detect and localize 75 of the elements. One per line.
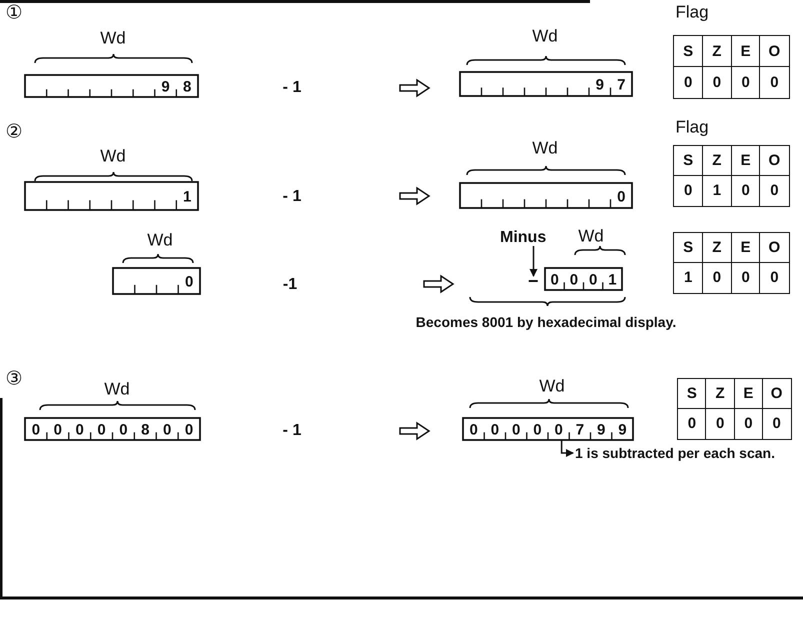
operation-label: -1 bbox=[282, 277, 298, 293]
table-cell: 0 bbox=[702, 262, 732, 294]
table-cell: 0 bbox=[730, 262, 761, 294]
table-cell: 0 bbox=[762, 408, 792, 440]
table-cell: S bbox=[673, 35, 704, 68]
register-digit: 8 bbox=[141, 422, 150, 438]
operand-label: Wd bbox=[532, 28, 558, 44]
table-cell: S bbox=[673, 232, 704, 264]
table-cell: Z bbox=[705, 378, 735, 410]
leader-line bbox=[530, 246, 538, 277]
minus-sign: − bbox=[528, 277, 539, 285]
table-cell: 0 bbox=[673, 175, 704, 206]
table-cell: 0 bbox=[759, 175, 790, 206]
step-number: ③ bbox=[6, 370, 22, 388]
table-cell: 0 bbox=[673, 66, 704, 98]
register-digit: 0 bbox=[469, 422, 478, 438]
register-digit: 7 bbox=[617, 78, 626, 92]
operand-label: Wd bbox=[100, 30, 126, 46]
operation-label: - 1 bbox=[282, 423, 302, 439]
operation-label: - 1 bbox=[282, 80, 302, 96]
operand-label: Wd bbox=[532, 140, 558, 156]
register-digit: 0 bbox=[54, 422, 62, 438]
step-number: ② bbox=[6, 122, 22, 142]
operand-label: Wd bbox=[578, 228, 604, 244]
table-cell: 0 bbox=[734, 408, 764, 440]
table-cell: 0 bbox=[759, 262, 790, 294]
register-digit: 0 bbox=[617, 189, 626, 204]
arrow bbox=[560, 440, 574, 457]
register-digit: 9 bbox=[596, 422, 606, 438]
table-cell: 0 bbox=[730, 175, 761, 206]
register-digit: 0 bbox=[163, 422, 172, 438]
register-digit: 9 bbox=[618, 422, 627, 438]
flag-label: Flag bbox=[675, 118, 709, 136]
register-digit: 0 bbox=[184, 274, 194, 290]
register-digit: 9 bbox=[161, 80, 170, 94]
table-cell: S bbox=[673, 145, 704, 176]
register-digit: 1 bbox=[608, 272, 617, 288]
register-drawing bbox=[462, 417, 634, 441]
operand-label: Wd bbox=[104, 380, 130, 398]
register-digit: 1 bbox=[183, 190, 192, 204]
register-digit: 9 bbox=[596, 78, 604, 92]
register-digit: 0 bbox=[512, 422, 520, 438]
operand-label: Wd bbox=[100, 148, 126, 164]
register-digit: 0 bbox=[570, 272, 578, 288]
register-digit: 0 bbox=[32, 422, 40, 438]
step-number: ① bbox=[6, 4, 22, 22]
table-cell: O bbox=[759, 35, 790, 68]
note-text: 1 is subtracted per each scan. bbox=[575, 446, 775, 460]
operand-label: Wd bbox=[539, 378, 565, 394]
register-digit: 0 bbox=[119, 422, 128, 438]
register-digit: 0 bbox=[490, 422, 500, 438]
register-digit: 8 bbox=[183, 80, 192, 94]
operand-label: Wd bbox=[147, 232, 173, 248]
table-cell: 0 bbox=[702, 66, 732, 98]
callout-text: Minus bbox=[500, 230, 546, 246]
table-cell: 0 bbox=[677, 408, 707, 440]
flag-label: Flag bbox=[675, 4, 709, 20]
register-digit: 0 bbox=[533, 422, 542, 438]
table-cell: 0 bbox=[759, 66, 790, 98]
operation-label: - 1 bbox=[282, 189, 302, 205]
table-cell: 1 bbox=[702, 175, 732, 206]
register-digit: 0 bbox=[588, 272, 598, 288]
table-cell: O bbox=[762, 378, 792, 410]
register-digit: 0 bbox=[550, 272, 559, 288]
register-digit: 0 bbox=[97, 422, 106, 438]
table-cell: O bbox=[759, 145, 790, 176]
table-cell: 0 bbox=[705, 408, 735, 440]
register-digit: 7 bbox=[576, 422, 584, 438]
register-digit: 0 bbox=[76, 422, 84, 438]
table-cell: 1 bbox=[673, 262, 704, 294]
register-digit: 0 bbox=[184, 422, 194, 438]
table-cell: 0 bbox=[730, 66, 761, 98]
register-digit: 0 bbox=[554, 422, 563, 438]
note-text: Becomes 8001 by hexadecimal display. bbox=[416, 315, 676, 329]
table-cell: O bbox=[759, 232, 790, 264]
